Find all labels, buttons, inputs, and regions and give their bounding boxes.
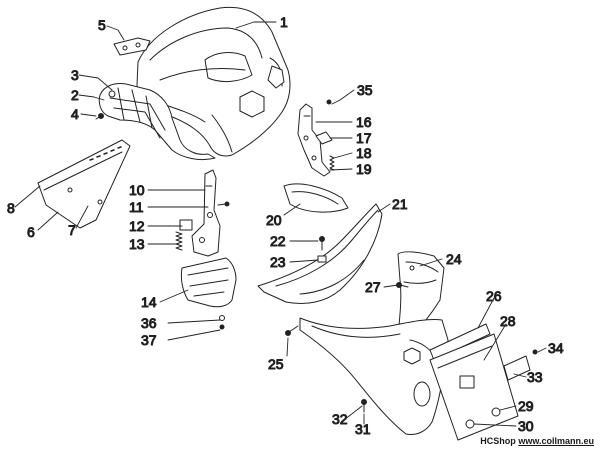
callout-3: 3 <box>71 67 79 83</box>
callout-22: 22 <box>270 233 286 249</box>
callout-17: 17 <box>356 130 372 146</box>
callout-34: 34 <box>548 340 564 356</box>
callout-27: 27 <box>365 279 381 295</box>
reflector-part <box>503 349 538 381</box>
plate-bracket-part <box>429 323 519 441</box>
callout-10: 10 <box>129 182 145 198</box>
callout-6: 6 <box>27 224 35 240</box>
latch-handle-part <box>283 183 349 213</box>
callout-labels: 1 2 3 4 5 6 7 8 10 11 12 13 14 16 17 18 … <box>7 14 565 438</box>
callout-8: 8 <box>7 200 15 216</box>
callout-30: 30 <box>518 418 534 434</box>
callout-37: 37 <box>141 332 157 348</box>
footer-site-link[interactable]: www.collmann.eu <box>518 436 594 446</box>
screw-part-25 <box>285 325 299 336</box>
callout-24: 24 <box>446 251 462 267</box>
callout-2: 2 <box>71 87 79 103</box>
footer-brand: HCShop <box>480 436 516 446</box>
callout-1: 1 <box>280 14 288 30</box>
callout-23: 23 <box>270 254 286 270</box>
callout-31: 31 <box>355 421 371 437</box>
callout-36: 36 <box>141 315 157 331</box>
bolt-part-31 <box>361 399 367 413</box>
callout-33: 33 <box>527 369 543 385</box>
leader-lines <box>14 21 547 427</box>
callout-12: 12 <box>129 218 145 234</box>
side-panel-part <box>37 139 131 229</box>
left-hinge-bracket <box>175 169 230 257</box>
callout-20: 20 <box>266 212 282 228</box>
callout-18: 18 <box>356 145 372 161</box>
watermark-footer: HCShop www.collmann.eu <box>480 436 594 446</box>
callout-29: 29 <box>518 398 534 414</box>
front-shield-part <box>136 6 291 157</box>
callout-26: 26 <box>486 288 502 304</box>
callout-25: 25 <box>268 356 284 372</box>
callout-28: 28 <box>500 313 516 329</box>
top-clip-part <box>113 37 151 56</box>
callout-5: 5 <box>98 17 106 33</box>
callout-32: 32 <box>332 411 348 427</box>
clip-part-23 <box>317 255 327 263</box>
callout-19: 19 <box>356 161 372 177</box>
latch-housing-part <box>180 257 237 330</box>
screw-part-22 <box>319 236 325 251</box>
leg-shield-part <box>299 317 449 435</box>
callout-7: 7 <box>68 222 76 238</box>
screw-part-4 <box>95 113 104 120</box>
inner-frame-part <box>98 83 216 161</box>
callout-4: 4 <box>71 106 79 122</box>
callout-16: 16 <box>356 114 372 130</box>
right-hinge-bracket <box>297 99 335 177</box>
callout-11: 11 <box>129 199 144 215</box>
callout-35: 35 <box>357 82 373 98</box>
callout-13: 13 <box>129 236 145 252</box>
callout-14: 14 <box>141 294 157 310</box>
callout-21: 21 <box>392 196 408 212</box>
